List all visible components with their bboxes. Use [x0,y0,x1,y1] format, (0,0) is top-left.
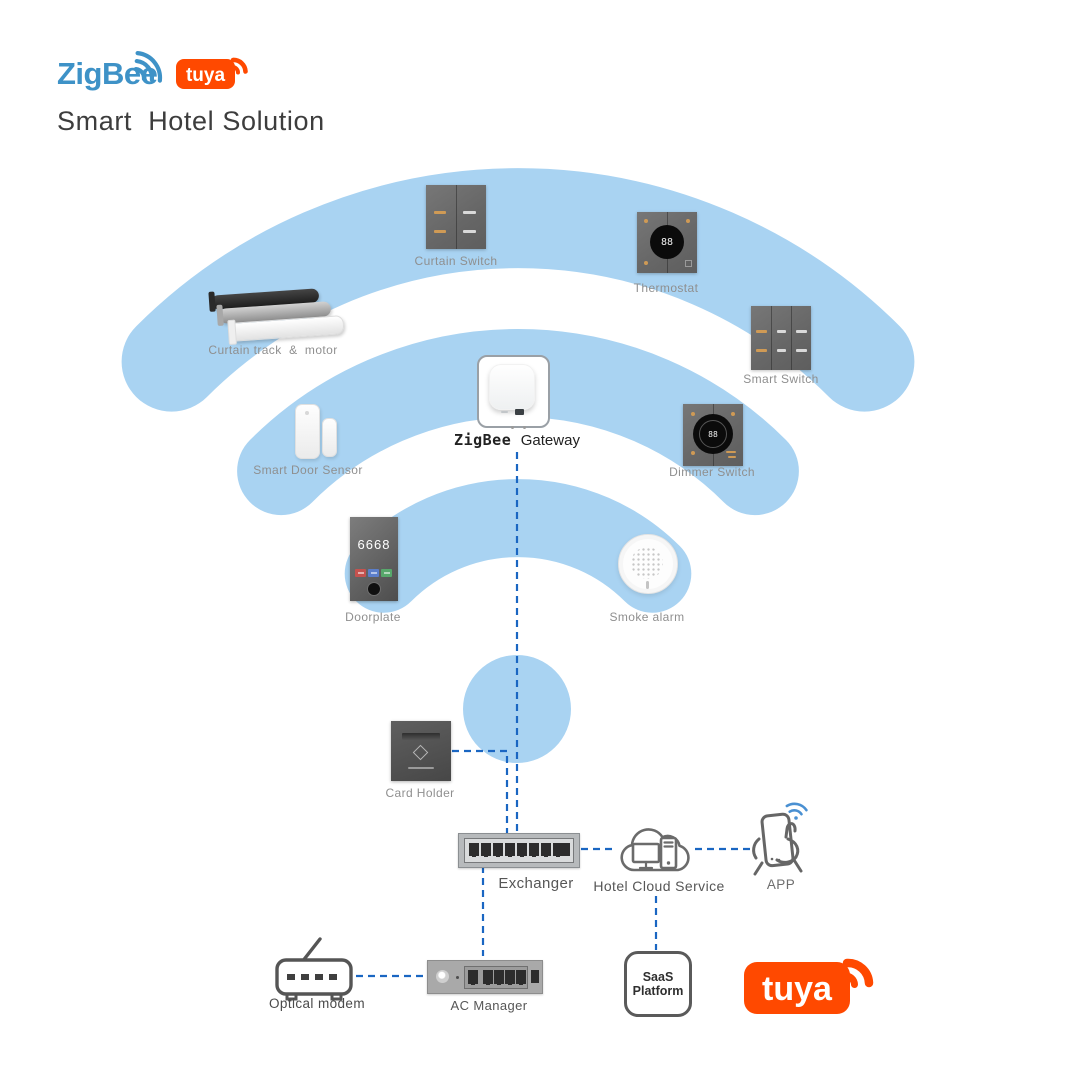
doorplate-device: 6668 [350,517,398,601]
curtain-track-label: Curtain track & motor [208,343,338,357]
curtain-switch-device [426,185,486,249]
doorplate-label: Doorplate [345,610,401,624]
room-number: 6668 [357,537,391,552]
hotel-cloud-icon [620,828,690,872]
exchanger-device [458,833,580,868]
gateway-indicator-dot [523,426,526,429]
doorplate-red-button [355,569,366,577]
smoke-alarm-label: Smoke alarm [609,610,685,624]
dimmer-switch-label: Dimmer Switch [669,465,755,479]
thermostat-label: Thermostat [633,281,699,295]
tuya-logo-header: tuya [176,57,248,89]
thermostat-device: 88 [637,212,697,273]
zigbee-gateway-device [477,355,550,428]
smart-switch-device [751,306,811,370]
doorbell-button [368,583,380,595]
optical-modem-label: Optical modem [269,996,365,1011]
ac-manager-label: AC Manager [450,998,528,1013]
optical-modem-icon [275,937,353,1001]
gateway-body [489,364,535,415]
svg-text:tuya: tuya [762,970,833,1008]
gateway-ethernet-port [515,409,524,415]
line-cardholder-exchanger [452,749,509,833]
smoke-alarm-vents [631,547,663,579]
connection-lines [356,452,752,978]
thermostat-display: 88 [650,225,684,259]
card-holder-device [391,721,451,781]
saas-platform-badge: SaaS Platform [624,951,692,1017]
door-sensor-label: Smart Door Sensor [253,463,363,477]
card-slot [402,733,440,740]
smoke-alarm-device [618,534,678,594]
tuya-logo-footer: tuya [744,958,874,1014]
ac-manager-device [427,960,543,994]
gateway-indicator-dot [511,426,514,429]
svg-text:tuya: tuya [186,65,226,86]
gateway-led [501,411,508,413]
dimmer-display: 88 [693,414,733,454]
gateway-label: ZigBee Gateway [454,431,580,449]
card-holder-label: Card Holder [385,786,455,800]
app-label: APP [766,877,796,892]
app-phone-icon [752,802,808,876]
curtain-switch-label: Curtain Switch [414,254,498,268]
doorplate-green-button [381,569,392,577]
smart-switch-label: Smart Switch [743,372,819,386]
doorplate-blue-button [368,569,379,577]
zigbee-waves-icon [133,51,163,83]
dimmer-switch-device: 88 [683,404,743,466]
card-icon [412,744,429,761]
exchanger-label: Exchanger [498,875,574,892]
page-title: Smart Hotel Solution [57,106,325,136]
hotel-cloud-label: Hotel Cloud Service [593,878,725,894]
